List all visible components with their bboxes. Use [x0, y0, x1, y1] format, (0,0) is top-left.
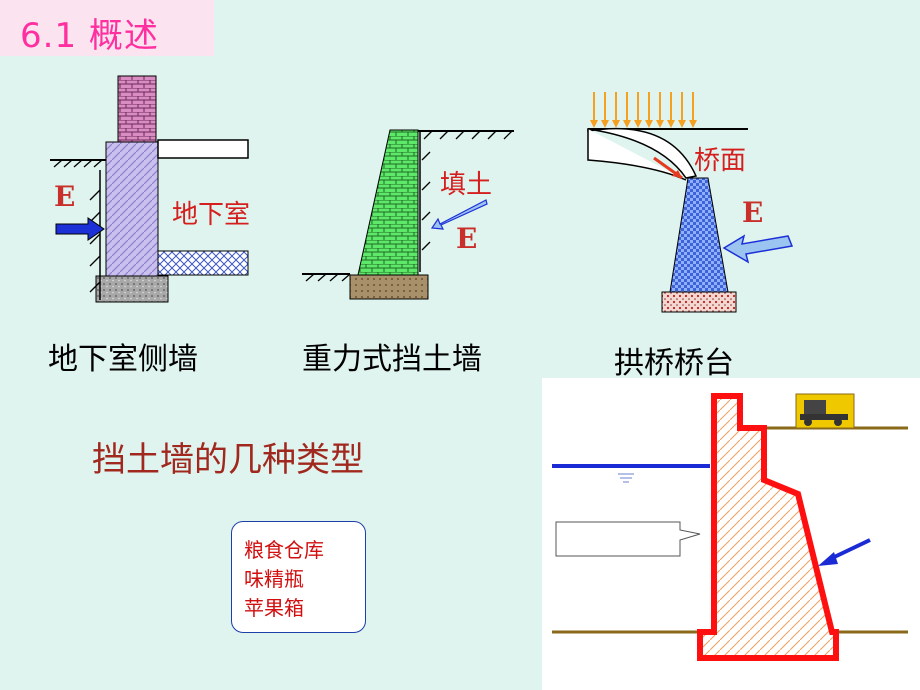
earth-pressure-label-3: E: [742, 196, 764, 229]
title-banner: [0, 0, 214, 56]
note-line: 味精瓶: [244, 567, 304, 591]
caption-bridge-abutment: 拱桥桥台: [614, 346, 734, 381]
deck-label: 桥面: [694, 146, 747, 176]
cantilever-wall-drawing: [552, 393, 908, 661]
examples-note: 粮食仓库 味精瓶 苹果箱: [231, 521, 366, 633]
section-subtitle: 挡土墙的几种类型: [92, 440, 364, 480]
note-line: 粮食仓库: [244, 538, 324, 562]
caption-gravity-wall: 重力式挡土墙: [302, 342, 482, 377]
bridge-abutment-diagram: [587, 92, 794, 313]
backfill-label: 填土: [440, 170, 493, 200]
note-line: 苹果箱: [244, 596, 304, 620]
gravity-wall-diagram: [302, 129, 514, 300]
earth-pressure-label-2: E: [456, 222, 478, 255]
bulldozer-icon: [795, 393, 855, 429]
basement-wall-diagram: [50, 75, 249, 303]
caption-basement-wall: 地下室侧墙: [48, 342, 198, 377]
earth-pressure-label-1: E: [54, 180, 76, 213]
page-title: 6.1 概述: [20, 16, 159, 56]
basement-label: 地下室: [172, 200, 251, 230]
